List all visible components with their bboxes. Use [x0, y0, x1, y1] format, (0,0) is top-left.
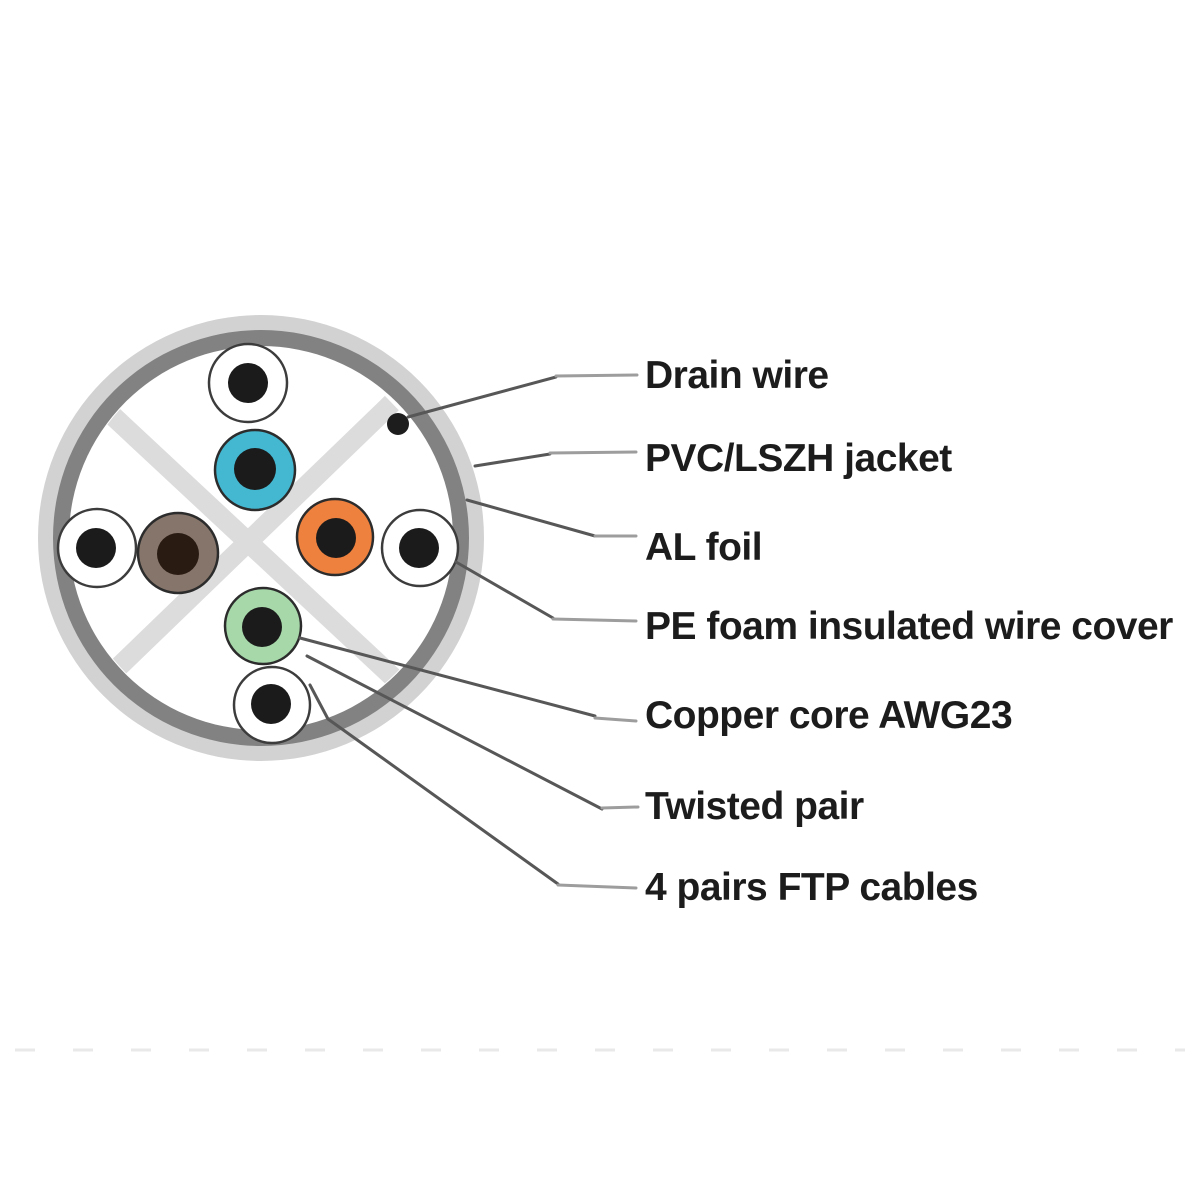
- copper-core: [242, 607, 282, 647]
- label-twisted-pair: Twisted pair: [645, 785, 864, 828]
- leader-tail-drain-wire: [554, 373, 639, 378]
- leader-line-al-foil: [465, 498, 597, 538]
- leader-tail-four-pairs: [556, 883, 638, 890]
- wire-white-right: [380, 508, 460, 588]
- label-pe-foam-insulated-wire-cover: PE foam insulated wire cover: [645, 605, 1173, 648]
- pair-separator-band-ne-sw: [97, 395, 399, 689]
- wire-orange: [295, 497, 375, 577]
- copper-core: [157, 533, 199, 575]
- wire-green: [223, 586, 303, 666]
- wire-blue: [213, 428, 297, 512]
- copper-core: [399, 528, 439, 568]
- wire-brown: [136, 511, 220, 595]
- leader-tail-pvc-lszh-jacket: [548, 450, 638, 455]
- wire-white-bottom: [232, 665, 312, 745]
- copper-core: [316, 518, 356, 558]
- leader-line-pvc-lszh-jacket: [473, 452, 552, 468]
- leader-line-four-pairs: [308, 683, 560, 886]
- label-copper-core-awg23: Copper core AWG23: [645, 694, 1013, 737]
- label-four-pairs-ftp-cables: 4 pairs FTP cables: [645, 866, 978, 909]
- copper-core: [228, 363, 268, 403]
- copper-core: [251, 684, 291, 724]
- leader-tail-copper-core: [593, 716, 638, 723]
- wire-white-left: [56, 507, 138, 589]
- label-pvc-lszh-jacket: PVC/LSZH jacket: [645, 437, 952, 480]
- pair-separator-cross: [94, 395, 402, 689]
- leader-line-twisted-pair: [305, 654, 604, 811]
- drain-wire-dot: [387, 413, 409, 435]
- leader-tail-pe-foam-cover: [551, 617, 638, 623]
- copper-core: [76, 528, 116, 568]
- leader-tail-twisted-pair: [600, 805, 640, 810]
- leader-line-copper-core: [298, 636, 597, 718]
- copper-core: [234, 448, 276, 490]
- leader-line-pe-foam-cover: [454, 560, 555, 620]
- label-al-foil: AL foil: [645, 526, 763, 569]
- label-drain-wire: Drain wire: [645, 354, 829, 397]
- wire-white-top: [207, 342, 289, 424]
- leader-line-drain-wire: [406, 375, 558, 419]
- leader-lines: [298, 373, 640, 890]
